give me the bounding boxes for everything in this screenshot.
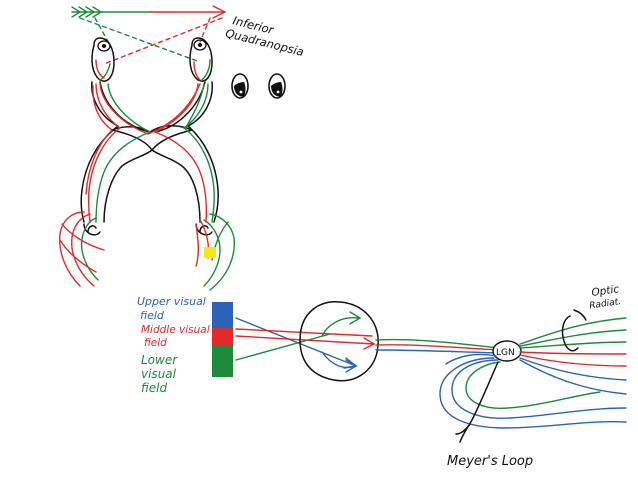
upper-visual-field-label: Upper visual field: [137, 295, 206, 322]
optic-label-line1: Optic: [591, 283, 620, 299]
optic-radiations-pointer: [561, 309, 587, 352]
optic-nerve-side: [375, 338, 501, 354]
lgn-hooks-top-view: [83, 223, 213, 236]
middle-field-line1: Middle visual: [141, 324, 210, 336]
middle-field-block: [212, 328, 233, 346]
optic-chiasm-and-tracts: [80, 81, 219, 223]
meyers-loop-pointer: [455, 361, 499, 443]
lower-field-line3: field: [141, 381, 167, 395]
lower-visual-field-label: Lower visual field: [141, 353, 178, 395]
meyers-loop-label: Meyer's Loop: [447, 454, 533, 469]
inferior-quadranopsia-label: Inferior Quadranopsia: [224, 13, 305, 59]
lower-field-block: [212, 346, 233, 377]
middle-field-line2: field: [144, 337, 167, 349]
right-eyeball: [189, 37, 213, 82]
optic-radiations-label: Optic Radiat.: [589, 283, 622, 311]
lower-field-line1: Lower: [141, 353, 178, 367]
left-eyeball: [91, 37, 115, 82]
upper-field-block: [212, 302, 233, 328]
visual-field-color-bar: [212, 302, 233, 377]
visual-field-arrow: [71, 5, 227, 19]
left-eye-icon: [231, 73, 249, 99]
left-optic-radiation: [59, 211, 105, 287]
optic-radiations-side: [439, 317, 627, 429]
field-to-eye-rays: [235, 317, 376, 369]
lower-field-line2: visual: [141, 367, 177, 381]
right-eye-icon: [268, 73, 286, 99]
upper-field-line2: field: [140, 309, 165, 322]
optic-pathway-top-view: [59, 5, 235, 291]
upper-field-line1: Upper visual: [137, 295, 206, 308]
lesion-marker: [204, 247, 216, 258]
eyes-pair-illustration: [231, 73, 286, 99]
eyeball-side-view: [299, 301, 379, 382]
lgn-node: LGN: [492, 340, 522, 362]
optic-label-line2: Radiat.: [589, 297, 622, 311]
lgn-label: LGN: [496, 348, 515, 358]
middle-visual-field-label: Middle visual field: [141, 324, 210, 349]
